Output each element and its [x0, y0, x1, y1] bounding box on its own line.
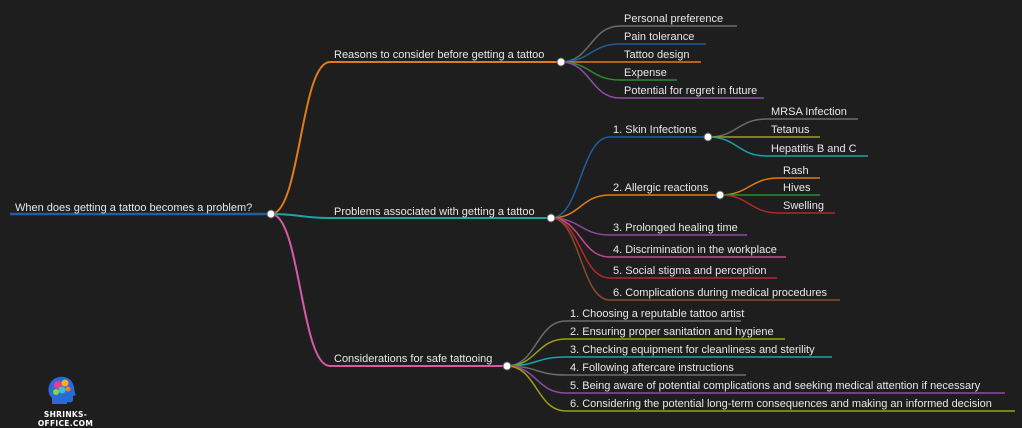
- allergy-item[interactable]: Rash: [783, 165, 809, 177]
- consideration-item[interactable]: 6. Considering the potential long-term c…: [570, 398, 992, 410]
- connector-problem-item: [550, 217, 611, 258]
- logo-text: SHRINKS-OFFICE.COM: [37, 410, 94, 428]
- node-reasons[interactable]: [556, 57, 566, 67]
- node-skin-infections[interactable]: [703, 132, 713, 142]
- root-topic[interactable]: When does getting a tattoo becomes a pro…: [15, 202, 253, 214]
- brand-logo: SHRINKS-OFFICE.COM: [18, 370, 113, 428]
- infection-item[interactable]: MRSA Infection: [771, 106, 847, 118]
- connector-consideration-item: [506, 320, 567, 367]
- node-considerations[interactable]: [502, 361, 512, 371]
- connector-reason-item: [560, 61, 621, 99]
- problem-item[interactable]: 3. Prolonged healing time: [613, 222, 738, 234]
- allergy-item[interactable]: Hives: [783, 182, 811, 194]
- node-allergic-reactions[interactable]: [715, 190, 725, 200]
- reason-item[interactable]: Tattoo design: [624, 49, 690, 61]
- infection-item[interactable]: Tetanus: [771, 124, 810, 136]
- connector-allergy-item: [719, 194, 780, 214]
- branch-problems[interactable]: Problems associated with getting a tatto…: [334, 206, 535, 218]
- connector-problem-item: [550, 194, 611, 219]
- consideration-item[interactable]: 4. Following aftercare instructions: [570, 362, 734, 374]
- connector-infection-item: [707, 118, 768, 138]
- problem-item[interactable]: 1. Skin Infections: [613, 124, 697, 136]
- problem-item[interactable]: 5. Social stigma and perception: [613, 265, 767, 277]
- allergy-item[interactable]: Swelling: [783, 200, 824, 212]
- infection-item[interactable]: Hepatitis B and C: [771, 143, 857, 155]
- consideration-item[interactable]: 5. Being aware of potential complication…: [570, 380, 981, 392]
- reason-item[interactable]: Personal preference: [624, 13, 724, 25]
- consideration-item[interactable]: 1. Choosing a reputable tattoo artist: [570, 308, 745, 320]
- head-brain-icon: [48, 376, 76, 404]
- connector-reasons: [270, 61, 331, 215]
- problem-item[interactable]: 2. Allergic reactions: [613, 182, 709, 194]
- problem-item[interactable]: 4. Discrimination in the workplace: [613, 244, 777, 256]
- node-root[interactable]: [266, 209, 276, 219]
- branch-considerations[interactable]: Considerations for safe tattooing: [334, 353, 493, 365]
- connector-infection-item: [707, 136, 768, 157]
- connector-problems: [270, 213, 331, 219]
- connector-consideration-item: [506, 365, 567, 412]
- consideration-item[interactable]: 2. Ensuring proper sanitation and hygien…: [570, 326, 774, 338]
- connector-problem-item: [550, 217, 611, 301]
- connector-allergy-item: [719, 177, 780, 196]
- connector-reason-item: [560, 61, 621, 81]
- problem-item[interactable]: 6. Complications during medical procedur…: [613, 287, 827, 299]
- reason-item[interactable]: Expense: [624, 67, 667, 79]
- connector-problem-item: [550, 136, 611, 219]
- connector-considerations: [270, 213, 331, 367]
- branch-reasons[interactable]: Reasons to consider before getting a tat…: [334, 49, 545, 61]
- reason-item[interactable]: Potential for regret in future: [624, 85, 758, 97]
- consideration-item[interactable]: 3. Checking equipment for cleanliness an…: [570, 344, 815, 356]
- node-problems[interactable]: [546, 213, 556, 223]
- connector-reason-item: [560, 43, 621, 63]
- reason-item[interactable]: Pain tolerance: [624, 31, 695, 43]
